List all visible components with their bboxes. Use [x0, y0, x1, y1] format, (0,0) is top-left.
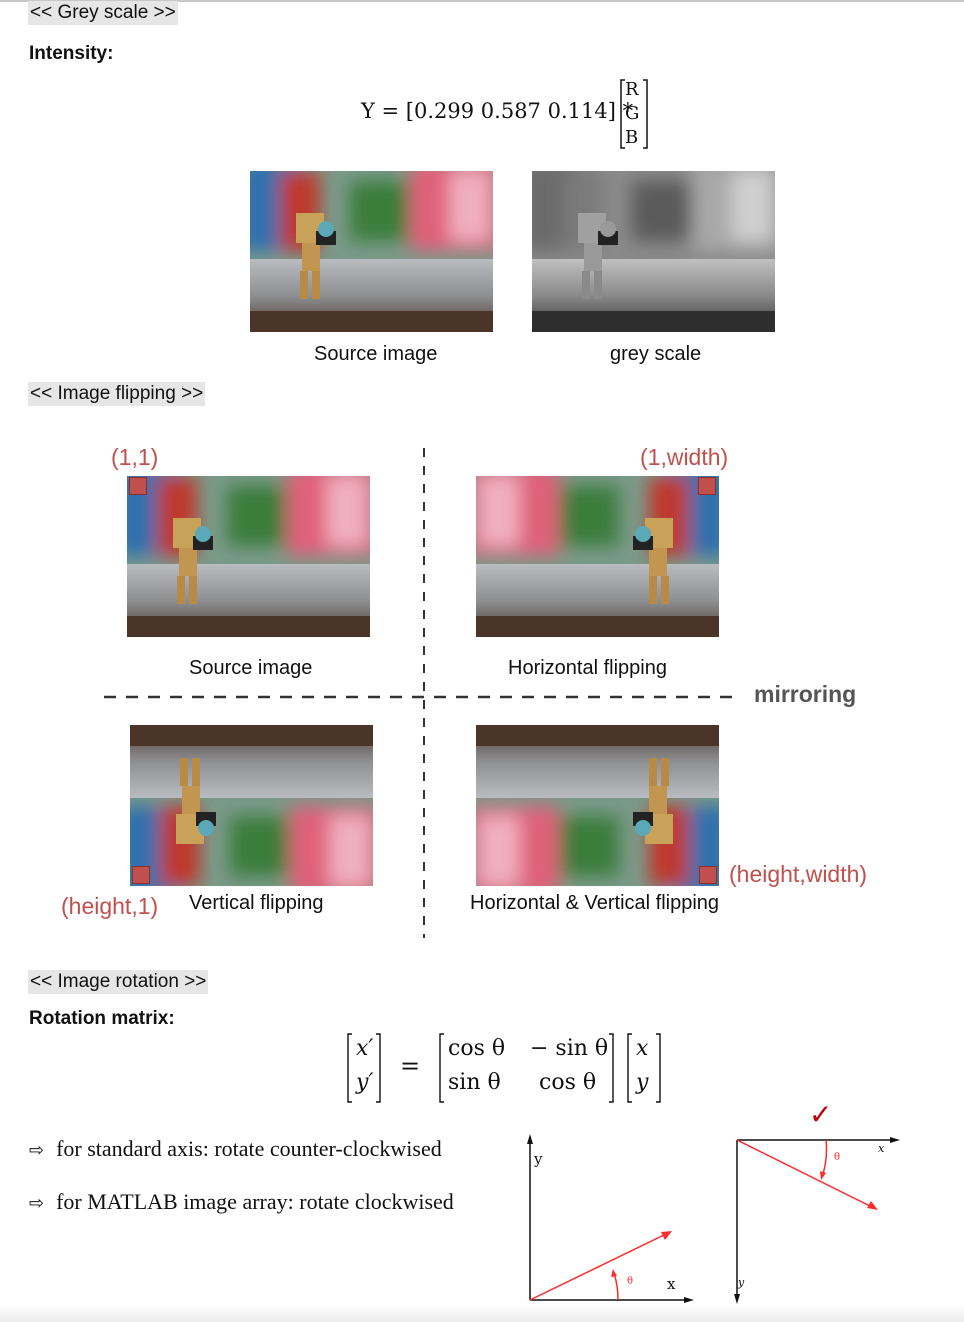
grey-formula-vector: R G B [619, 78, 649, 150]
image-flipping-section-tag: << Image flipping >> [28, 382, 206, 406]
source-image-photo [250, 171, 493, 332]
matrix-rhs-y: y [636, 1070, 649, 1095]
marker-bottom-right [699, 866, 717, 884]
vector-r: R [625, 79, 639, 100]
check-mark-icon: ✓ [809, 1098, 833, 1131]
matrix-m22: cos θ [539, 1070, 597, 1095]
bullet-matlab-array-text: for MATLAB image array: rotate clockwise… [56, 1189, 454, 1214]
matrix-rhs-x: x [636, 1036, 649, 1061]
marker-top-right [698, 477, 716, 495]
flip-source-photo [127, 476, 370, 637]
matlab-x-label: x [878, 1142, 885, 1155]
bullet-standard-axis: ⇨ for standard axis: rotate counter-clock… [29, 1136, 442, 1162]
page-bottom-edge [0, 1304, 964, 1322]
rotation-matrix-equation: x′ y′ = cos θ − sin θ sin θ cos θ x y [344, 1030, 670, 1106]
grey-formula-lhs: Y = [0.299 0.587 0.114] * [361, 99, 634, 123]
horizontal-flip-photo [476, 476, 719, 637]
horizontal-vertical-flip-caption: Horizontal & Vertical flipping [470, 892, 720, 914]
bullet-matlab-array: ⇨ for MATLAB image array: rotate clockwis… [29, 1189, 454, 1215]
top-divider [0, 0, 964, 2]
marker-top-left [129, 477, 147, 495]
matrix-m21: sin θ [448, 1070, 501, 1095]
standard-angle-label: θ [627, 1276, 634, 1287]
horizontal-flip-caption: Horizontal flipping [508, 657, 667, 679]
flip-source-caption: Source image [189, 657, 313, 679]
vertical-flip-photo [130, 725, 373, 886]
matlab-axis-diagram [734, 1137, 900, 1304]
standard-axis-diagram [527, 1134, 694, 1303]
matlab-y-label: y [738, 1276, 745, 1289]
grey-scale-section-tag: << Grey scale >> [28, 1, 178, 25]
right-arrow-icon: ⇨ [29, 1140, 45, 1161]
rotation-matrix-label: Rotation matrix: [29, 1008, 175, 1029]
matrix-m12: − sin θ [530, 1036, 609, 1061]
grey-scale-caption: grey scale [610, 343, 702, 365]
coord-top-right: (1,width) [640, 444, 729, 470]
coord-bottom-right: (height,width) [729, 861, 868, 887]
flip-quadrant-axes [104, 448, 740, 938]
standard-y-label: y [534, 1150, 543, 1168]
grey-source-caption: Source image [314, 343, 438, 365]
matrix-lhs-x: x′ [356, 1036, 374, 1061]
matrix-equals: = [400, 1052, 421, 1080]
intensity-label: Intensity: [29, 43, 114, 64]
standard-x-label: x [667, 1275, 676, 1293]
mirroring-label: mirroring [754, 681, 857, 707]
coord-top-left: (1,1) [111, 444, 159, 470]
bullet-standard-axis-text: for standard axis: rotate counter-clockw… [56, 1136, 442, 1161]
matrix-lhs-y: y′ [356, 1070, 374, 1095]
matrix-m11: cos θ [448, 1036, 506, 1061]
matlab-angle-label: θ [834, 1152, 841, 1163]
coord-bottom-left: (height,1) [61, 893, 159, 919]
marker-bottom-left [132, 866, 150, 884]
right-arrow-icon: ⇨ [29, 1193, 45, 1214]
vector-b: B [625, 127, 639, 148]
grey-scale-photo [532, 171, 775, 332]
image-rotation-section-tag: << Image rotation >> [28, 970, 209, 994]
horizontal-vertical-flip-photo [476, 725, 719, 886]
vertical-flip-caption: Vertical flipping [189, 892, 324, 914]
vector-g: G [625, 103, 640, 124]
